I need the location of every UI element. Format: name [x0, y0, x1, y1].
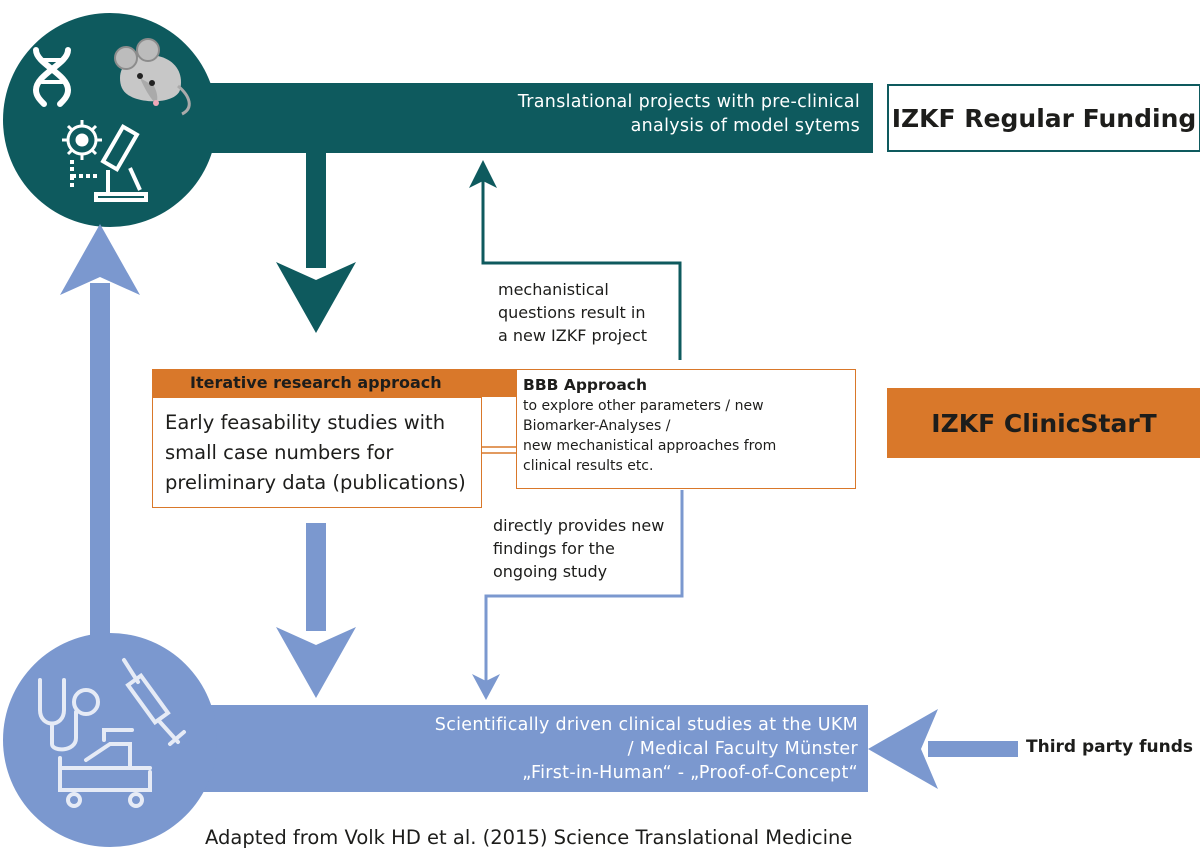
translational-line-2: analysis of model sytems	[630, 116, 860, 136]
blue-feedback-line	[484, 490, 684, 684]
iterative-line-2: small case numbers for	[165, 441, 394, 464]
source-caption: Adapted from Volk HD et al. (2015) Scien…	[205, 826, 853, 849]
microscope-icon	[70, 123, 148, 202]
mouse-icon	[114, 38, 191, 116]
note-bottom-line-3: ongoing study	[493, 562, 608, 581]
hospital-bed-icon	[58, 728, 152, 808]
bbb-line-1: to explore other parameters / new	[523, 398, 764, 414]
teal-feedback-arrowhead	[469, 160, 497, 188]
bbb-line-4: clinical results etc.	[523, 458, 654, 474]
virus-icon	[62, 120, 102, 160]
izkf-clinicstart-label: IZKF ClinicStarT	[931, 408, 1157, 438]
syringe-icon	[122, 658, 186, 746]
izkf-regular-funding-label: IZKF Regular Funding	[891, 103, 1197, 133]
blue-up-arrow	[60, 224, 140, 640]
clinical-line-1: Scientifically driven clinical studies a…	[434, 715, 858, 735]
translational-line-1: Translational projects with pre-clinical	[517, 92, 860, 112]
translational-projects-text: Translational projects with pre-clinical…	[500, 90, 860, 138]
teal-down-arrow	[276, 153, 356, 333]
mechanistical-questions-note: mechanistical questions result in a new …	[498, 278, 688, 347]
clinical-studies-text: Scientifically driven clinical studies a…	[390, 713, 858, 785]
bbb-approach-box: BBB Approach to explore other parameters…	[516, 369, 856, 489]
note-top-line-2: questions result in	[498, 303, 646, 322]
blue-feedback-arrowhead	[472, 674, 500, 700]
third-party-arrow	[868, 709, 1018, 789]
blue-down-arrow	[276, 523, 356, 698]
new-findings-note: directly provides new findings for the o…	[493, 514, 678, 583]
bbb-line-2: Biomarker-Analyses /	[523, 418, 671, 434]
bbb-line-3: new mechanistical approaches from	[523, 438, 777, 454]
note-bottom-line-2: findings for the	[493, 539, 615, 558]
clinical-band	[100, 705, 868, 792]
box-connector	[482, 446, 516, 454]
translational-band	[100, 83, 873, 153]
iterative-line-3: preliminary data (publications)	[165, 471, 466, 494]
note-bottom-line-1: directly provides new	[493, 516, 665, 535]
dna-icon	[32, 47, 72, 107]
third-party-funds-label: Third party funds	[1026, 737, 1194, 757]
stethoscope-icon	[38, 678, 100, 752]
clinical-line-2: / Medical Faculty Münster	[627, 739, 858, 759]
iterative-line-1: Early feasability studies with	[165, 411, 446, 434]
early-feasibility-box: Early feasability studies with small cas…	[152, 397, 482, 508]
clinical-circle	[3, 633, 217, 847]
clinical-line-3: „First-in-Human“ - „Proof-of-Concept“	[522, 763, 858, 783]
iterative-research-header: Iterative research approach	[152, 369, 522, 397]
izkf-regular-funding-box: IZKF Regular Funding	[887, 84, 1200, 152]
note-top-line-3: a new IZKF project	[498, 326, 648, 345]
note-top-line-1: mechanistical	[498, 280, 609, 299]
izkf-clinicstart-box: IZKF ClinicStarT	[887, 388, 1200, 458]
bbb-approach-title: BBB Approach	[523, 376, 647, 394]
teal-feedback-line	[481, 178, 682, 360]
